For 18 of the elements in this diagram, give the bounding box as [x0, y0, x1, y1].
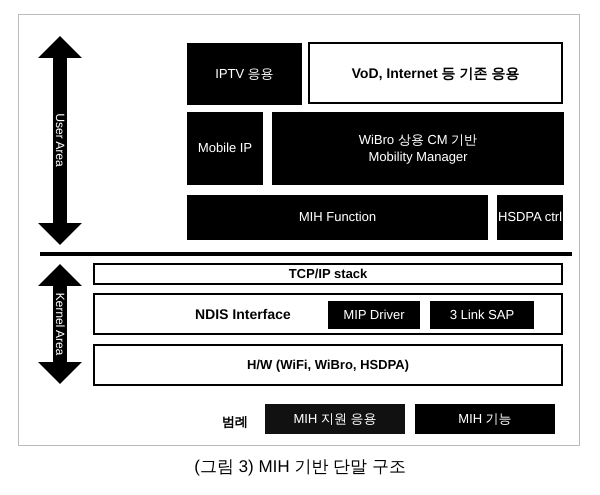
layer-box: MIP Driver — [328, 301, 420, 329]
legend-text: MIH 지원 응용 — [293, 410, 377, 428]
layer-box: VoD, Internet 등 기존 응용 — [308, 42, 563, 104]
layer-box: TCP/IP stack — [93, 263, 563, 285]
layer-box: Mobile IP — [187, 112, 263, 185]
area-label: User Area — [53, 113, 67, 167]
layer-box: IPTV 응용 — [187, 43, 302, 105]
layer-box: H/W (WiFi, WiBro, HSDPA) — [93, 344, 563, 386]
layer-title: NDIS Interface — [195, 304, 291, 324]
legend-text: MIH 기능 — [458, 410, 512, 428]
area-label: Kernel Area — [53, 292, 67, 356]
layer-box: MIH Function — [187, 195, 488, 240]
legend-title: 범례 — [222, 413, 248, 431]
layer-box: HSDPA ctrl — [497, 195, 563, 240]
layer-box: 3 Link SAP — [430, 301, 534, 329]
layer-box: WiBro 상용 CM 기반 Mobility Manager — [272, 112, 564, 185]
figure-caption: (그림 3) MIH 기반 단말 구조 — [193, 456, 407, 478]
layer-box — [93, 293, 563, 335]
